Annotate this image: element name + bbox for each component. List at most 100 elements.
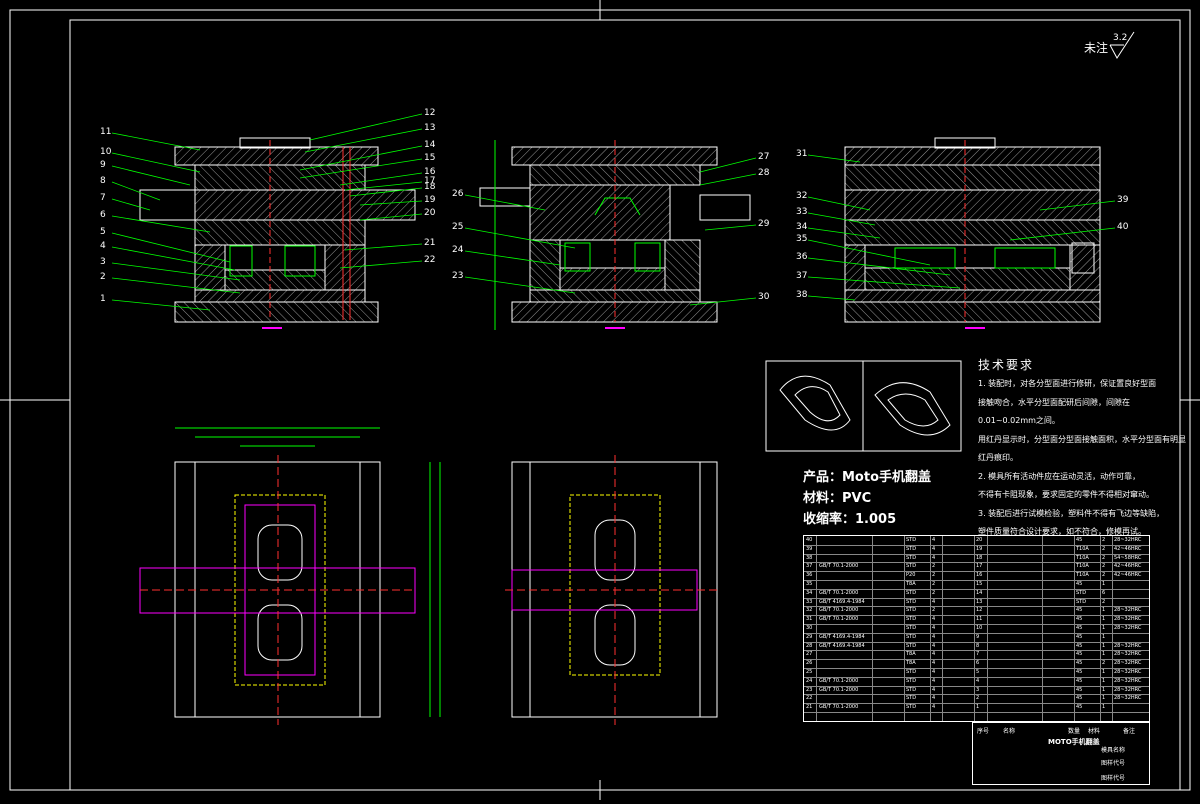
bom-column-rule <box>1074 536 1075 721</box>
bom-cell-qty2: 1 <box>1102 607 1106 614</box>
bom-cell-mat: T8A <box>906 581 916 587</box>
bom-cell-mat2: 45 <box>1076 607 1083 614</box>
bom-cell-qty: 2 <box>932 563 936 570</box>
bom-cell-mat: STD <box>906 695 917 702</box>
bom-cell-qty: 4 <box>932 545 936 552</box>
surface-roughness-symbol <box>1109 31 1135 59</box>
bom-cell-qty2: 1 <box>1102 677 1106 684</box>
part-number-label: 23 <box>452 271 464 281</box>
tech-requirement-line: 0.01~0.02mm之间。 <box>978 416 1060 425</box>
tech-requirement-line: 红丹痕印。 <box>978 453 1018 462</box>
bom-row <box>804 659 1149 661</box>
part-number-label: 3 <box>100 257 106 267</box>
bom-cell-no2: 4 <box>976 677 980 684</box>
bom-cell-note2: 28~32HRC <box>1114 616 1142 623</box>
title-cell-drawing-code-2: 图样代号 <box>1101 775 1126 782</box>
part-number-label: 7 <box>100 193 106 203</box>
bom-cell-qty2: 1 <box>1102 625 1106 631</box>
bom-cell-qty2: 2 <box>1102 563 1106 570</box>
bom-cell-mat2: T10A <box>1076 563 1089 570</box>
bom-cell-mat: P20 <box>906 572 916 579</box>
bom-cell-qty: 4 <box>932 642 936 649</box>
part-number-label: 34 <box>796 222 808 232</box>
bom-column-rule <box>1112 536 1113 721</box>
bom-cell-qty2: 2 <box>1102 545 1106 552</box>
part-number-label: 37 <box>796 271 808 281</box>
bom-cell-std: GB/T 70.1-2000 <box>819 686 859 693</box>
bom-cell-note2: 28~32HRC <box>1114 677 1142 684</box>
bom-cell-qty: 2 <box>932 589 936 596</box>
bom-cell-mat2: STD <box>1076 598 1087 605</box>
part-number-label: 8 <box>100 176 106 186</box>
part-number-label: 4 <box>100 241 106 251</box>
tech-requirement-line: 塑件质量符合设计要求，如不符合，修模再试。 <box>978 527 1146 536</box>
section-view-middle <box>479 140 751 330</box>
title-header-qty: 数量 <box>1068 728 1081 735</box>
bom-cell-mat: STD <box>906 677 917 684</box>
bom-cell-qty2: 1 <box>1102 616 1106 623</box>
bom-cell-note2: 42~46HRC <box>1114 545 1142 552</box>
bom-cell-mat: STD <box>906 554 917 561</box>
bom-cell-qty: 4 <box>932 704 936 711</box>
bom-cell-no: 30 <box>806 625 813 631</box>
bom-cell-std: GB/T 70.1-2000 <box>819 607 859 614</box>
part-number-label: 39 <box>1117 195 1129 205</box>
part-number-label: 38 <box>796 290 808 300</box>
bom-cell-mat: STD <box>906 669 917 675</box>
part-number-label: 28 <box>758 168 770 178</box>
bom-cell-no: 29 <box>806 633 813 640</box>
surface-roughness-value: 3.2 <box>1113 33 1128 43</box>
bom-cell-note2: 28~32HRC <box>1114 642 1142 649</box>
bom-cell-mat: STD <box>906 625 917 631</box>
part-number-label: 26 <box>452 189 464 199</box>
bom-cell-mat2: 45 <box>1076 686 1083 693</box>
bom-row <box>804 632 1149 634</box>
bom-cell-note2: 28~32HRC <box>1114 669 1142 675</box>
bom-cell-qty: 2 <box>932 607 936 614</box>
bom-cell-mat: STD <box>906 642 917 649</box>
bom-cell-note2: 28~32HRC <box>1114 686 1142 693</box>
bom-cell-no: 34 <box>806 589 813 596</box>
bom-cell-mat: STD <box>906 589 917 596</box>
bom-cell-no2: 14 <box>976 589 983 596</box>
bom-row <box>804 606 1149 608</box>
bom-column-rule <box>974 536 975 721</box>
bom-row <box>804 685 1149 687</box>
bom-cell-std: GB/T 70.1-2000 <box>819 616 859 623</box>
bom-cell-mat2: 45 <box>1076 581 1083 587</box>
bom-cell-mat: STD <box>906 563 917 570</box>
title-cell-drawing-code: 图样代号 <box>1101 760 1126 767</box>
bom-cell-no: 23 <box>806 686 813 693</box>
bom-cell-no: 25 <box>806 669 813 675</box>
bom-cell-qty: 4 <box>932 616 936 623</box>
bom-cell-qty: 4 <box>932 633 936 640</box>
bom-cell-no: 37 <box>806 563 813 570</box>
product-isometric-views <box>765 360 962 452</box>
bom-cell-qty2: 1 <box>1102 633 1106 640</box>
bom-cell-no: 38 <box>806 554 813 561</box>
bom-row <box>804 624 1149 625</box>
bom-cell-no2: 6 <box>976 660 980 667</box>
bom-cell-std: GB/T 70.1-2000 <box>819 563 859 570</box>
bom-cell-no2: 7 <box>976 651 980 658</box>
bom-cell-qty2: 6 <box>1102 589 1106 596</box>
part-number-label: 19 <box>424 195 436 205</box>
part-number-label: 11 <box>100 127 112 137</box>
bom-cell-no2: 5 <box>976 669 980 675</box>
bom-cell-qty2: 1 <box>1102 651 1106 658</box>
bom-cell-no2: 18 <box>976 554 983 561</box>
bom-cell-no: 33 <box>806 598 813 605</box>
bom-cell-no: 26 <box>806 660 813 667</box>
bom-cell-mat2: 45 <box>1076 669 1083 675</box>
part-number-label: 16 <box>424 167 436 177</box>
part-number-label: 15 <box>424 153 436 163</box>
bom-cell-no2: 2 <box>976 695 980 702</box>
bom-cell-qty2: 2 <box>1102 598 1106 605</box>
bom-cell-mat2: 45 <box>1076 651 1083 658</box>
bom-cell-qty: 2 <box>932 572 936 579</box>
bom-cell-no2: 17 <box>976 563 983 570</box>
bom-cell-mat: STD <box>906 616 917 623</box>
tech-requirement-line: 3. 装配后进行试模检验，塑料件不得有飞边等缺陷， <box>978 508 1165 518</box>
